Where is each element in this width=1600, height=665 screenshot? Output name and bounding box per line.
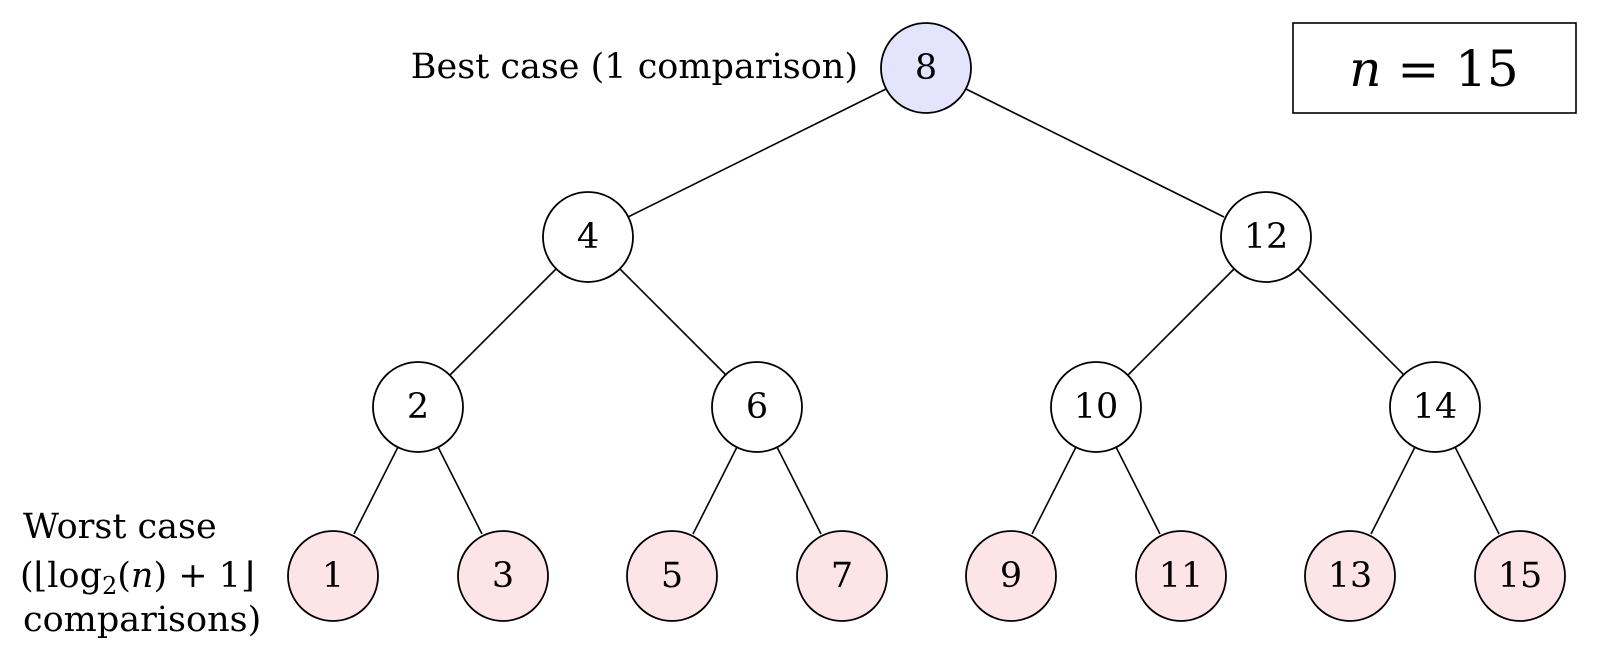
edge-8-12: [965, 88, 1225, 218]
leaf-circle: [796, 530, 888, 622]
worst-case-label: Worst case (⌊log2(n) + 1⌋ comparisons): [20, 507, 261, 640]
leaf-label: 3: [492, 556, 514, 596]
worst-case-close: ) + 1⌋: [153, 556, 254, 596]
leaf-label: 1: [322, 556, 344, 596]
n-box-frame: [1292, 22, 1577, 114]
edge-12-14: [1297, 268, 1405, 376]
leaf-circle: [1474, 530, 1566, 622]
tree-node-root: 8: [880, 22, 972, 114]
worst-case-subscript: 2: [102, 572, 117, 600]
n-equals-value: = 15: [1381, 40, 1518, 98]
leaf-circle: [965, 530, 1057, 622]
n-box-label: n = 15: [1349, 40, 1519, 98]
worst-case-line-1: Worst case: [23, 507, 217, 547]
tree-leaf-node: 13: [1304, 530, 1396, 622]
leaf-label: 7: [831, 556, 853, 596]
node-circle: [880, 22, 972, 114]
n-variable: n: [1349, 40, 1381, 98]
node-label: 14: [1413, 387, 1458, 427]
tree-leaf-node: 11: [1135, 530, 1227, 622]
edge-10-9: [1031, 446, 1077, 535]
tree-node: 6: [711, 361, 803, 453]
tree-edges: [353, 88, 1500, 535]
tree-leaf-node: 9: [965, 530, 1057, 622]
leaf-label: 13: [1328, 556, 1373, 596]
tree-node: 12: [1220, 191, 1312, 283]
leaf-label: 9: [1000, 556, 1022, 596]
tree-node: 2: [372, 361, 464, 453]
edge-12-10: [1127, 268, 1235, 376]
n-value-box: n = 15: [1292, 22, 1577, 114]
leaf-label: 11: [1159, 556, 1204, 596]
edge-6-5: [692, 446, 738, 535]
tree-leaf-node: 5: [626, 530, 718, 622]
edge-2-3: [437, 446, 483, 535]
node-circle: [542, 191, 634, 283]
best-case-label: Best case (1 comparison): [411, 47, 858, 87]
leaf-circle: [1304, 530, 1396, 622]
node-label: 10: [1074, 387, 1119, 427]
leaf-circle: [626, 530, 718, 622]
worst-case-n: n: [131, 556, 154, 596]
tree-leaf-node: 1: [287, 530, 379, 622]
leaf-circle: [457, 530, 549, 622]
leaf-label: 5: [661, 556, 683, 596]
edge-6-7: [776, 446, 822, 535]
node-label: 12: [1244, 217, 1289, 257]
leaf-circle: [287, 530, 379, 622]
node-circle: [711, 361, 803, 453]
edge-10-11: [1115, 446, 1161, 535]
tree-node: 4: [542, 191, 634, 283]
leaf-label: 15: [1498, 556, 1543, 596]
worst-case-open: (⌊log: [20, 556, 102, 596]
node-circle: [1050, 361, 1142, 453]
edge-4-2: [449, 268, 557, 376]
edge-14-15: [1454, 446, 1500, 535]
tree-leaf-node: 3: [457, 530, 549, 622]
node-label: 2: [407, 387, 429, 427]
node-circle: [1389, 361, 1481, 453]
node-circle: [372, 361, 464, 453]
leaf-circle: [1135, 530, 1227, 622]
tree-leaf-node: 15: [1474, 530, 1566, 622]
tree-node: 14: [1389, 361, 1481, 453]
edge-14-13: [1370, 446, 1416, 535]
node-circle: [1220, 191, 1312, 283]
tree-leaf-node: 7: [796, 530, 888, 622]
node-label: 8: [915, 48, 937, 88]
node-label: 4: [577, 217, 599, 257]
worst-case-line-2: (⌊log2(n) + 1⌋: [20, 556, 255, 600]
worst-case-line-3: comparisons): [23, 600, 261, 640]
edge-4-6: [619, 268, 727, 376]
edge-2-1: [353, 446, 399, 535]
node-label: 6: [746, 387, 768, 427]
tree-node: 10: [1050, 361, 1142, 453]
worst-case-paren: (: [117, 556, 131, 596]
edge-8-4: [627, 88, 887, 218]
